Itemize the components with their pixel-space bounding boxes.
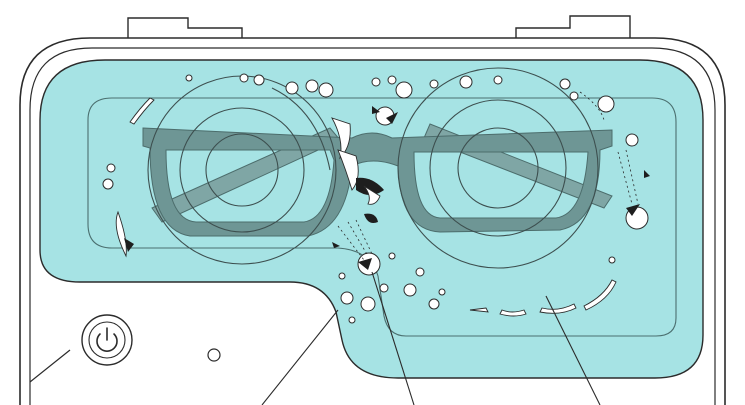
right-hinge	[515, 15, 631, 40]
glasses-frame	[142, 127, 613, 237]
callout-line-left	[261, 309, 339, 405]
power-button[interactable]	[81, 314, 133, 366]
top-hinges	[127, 15, 631, 40]
callout-line-right	[545, 295, 601, 405]
debris	[115, 97, 650, 317]
callout-lines	[261, 271, 601, 405]
left-wave-arc	[271, 87, 331, 171]
motion-trails	[337, 91, 639, 261]
right-wave-ring-inner	[457, 127, 539, 209]
eyeglasses	[142, 123, 613, 237]
callout-line-middle	[371, 271, 415, 405]
right-wave-ring-middle	[429, 99, 567, 237]
indicator-light-icon	[207, 348, 221, 362]
device-body-inner	[29, 47, 716, 405]
left-wave-ring-inner	[205, 133, 279, 207]
power-icon	[96, 327, 118, 352]
right-wave-ring-outer	[397, 67, 599, 269]
control-panel-edge	[29, 349, 71, 383]
cleaning-basket	[87, 97, 677, 337]
left-hinge	[127, 17, 243, 40]
left-wave-ring-middle	[179, 107, 305, 233]
